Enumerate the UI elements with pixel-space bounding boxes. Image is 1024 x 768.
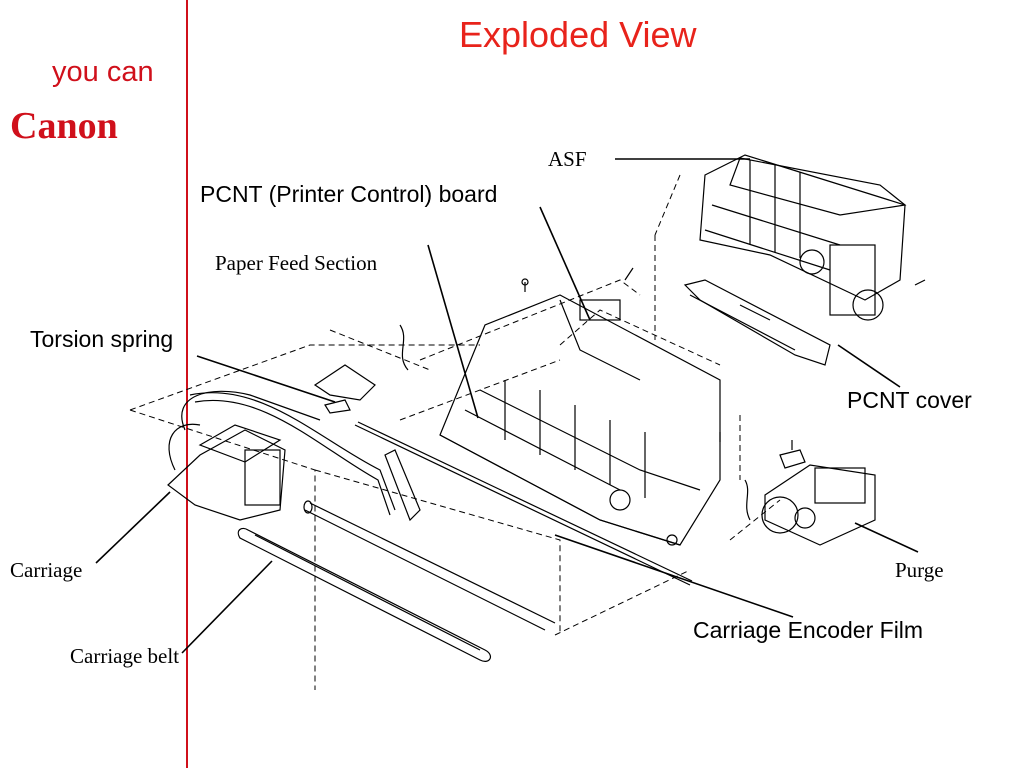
slide-title: Exploded View — [459, 14, 697, 55]
asf-part — [699, 154, 907, 321]
encoder-film-part — [354, 421, 693, 586]
chassis-part — [439, 294, 721, 546]
label-paper-feed-section: Paper Feed Section — [215, 251, 378, 275]
small-parts — [313, 267, 926, 521]
label-carriage-encoder-film: Carriage Encoder Film — [693, 617, 924, 643]
carriage-part — [167, 390, 321, 521]
brand-tagline: you can — [52, 56, 154, 88]
label-pcnt-board: PCNT (Printer Control) board — [200, 181, 498, 207]
pcnt-cover-part — [683, 279, 831, 366]
flat-cable-part — [189, 392, 421, 522]
purge-part — [761, 449, 876, 546]
carriage-belt-part — [237, 527, 492, 662]
label-pcnt-cover: PCNT cover — [847, 387, 972, 413]
canon-logo: Canon — [10, 105, 118, 147]
label-carriage-belt: Carriage belt — [70, 644, 180, 668]
label-torsion-spring: Torsion spring — [30, 326, 174, 352]
label-asf: ASF — [548, 147, 587, 171]
label-carriage: Carriage — [10, 558, 83, 582]
carriage-shaft-part — [303, 500, 556, 631]
label-purge: Purge — [895, 558, 944, 582]
leader-lines — [95, 158, 919, 654]
